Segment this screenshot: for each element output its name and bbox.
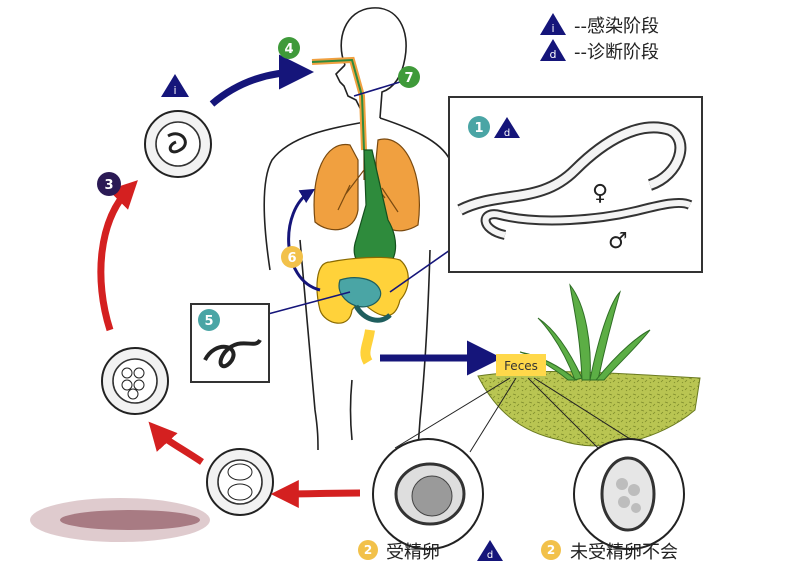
legend-diagnostic-symbol: d (550, 48, 557, 61)
svg-text:6: 6 (287, 251, 296, 266)
adult-worms-panel (448, 96, 703, 273)
infective-mark: i (161, 74, 189, 97)
feces-to-egg-lines (394, 377, 661, 459)
legend: i --感染阶段 d --诊断阶段 (540, 13, 659, 63)
step-badge-5: 5 (198, 309, 220, 331)
migration-arrow (287, 188, 321, 292)
bottom-diagnostic-mark: d (477, 540, 503, 561)
arrow-multicell-to-infective (97, 180, 138, 332)
multi-cell-egg (101, 347, 169, 415)
arrow-twocell-to-multicell (148, 421, 204, 465)
step-badge-2a: 2 (358, 540, 378, 560)
svg-text:4: 4 (284, 42, 293, 57)
step-badge-3: 3 (97, 172, 121, 196)
step-badge-7: 7 (398, 66, 420, 88)
svg-text:2: 2 (547, 543, 555, 557)
arrow-soil-to-twocell (270, 479, 361, 508)
soil-patch (477, 371, 701, 447)
legend-diagnostic-label: --诊断阶段 (574, 42, 659, 63)
smudge (30, 498, 210, 542)
arrow-infective-to-mouth (209, 54, 314, 107)
fertilized-egg-magnified (372, 438, 484, 550)
unfertilized-egg-label: 未受精卵不会 (570, 542, 678, 563)
intestines (316, 256, 409, 365)
svg-text:d: d (487, 550, 493, 561)
step-badge-4: 4 (278, 37, 300, 59)
svg-text:5: 5 (204, 314, 213, 329)
step-badge-1: 1 d (468, 116, 520, 139)
svg-text:i: i (173, 84, 176, 97)
grass (519, 283, 651, 381)
fertilized-egg-label: 受精卵 (386, 542, 440, 563)
leader-lines (267, 81, 451, 315)
respiratory-tract (311, 56, 367, 151)
unfertilized-egg-magnified (573, 438, 685, 550)
legend-infective-label: --感染阶段 (574, 16, 659, 37)
step-badge-2: 2 (541, 540, 561, 560)
svg-text:7: 7 (404, 71, 413, 86)
step-badge-6: 6 (281, 246, 303, 268)
feces-box (496, 354, 546, 376)
female-symbol: ♀ (592, 181, 608, 206)
svg-text:3: 3 (104, 178, 113, 193)
svg-text:2: 2 (364, 543, 372, 557)
feces-label: Feces (504, 359, 538, 373)
male-symbol: ♂ (608, 229, 628, 254)
step1-diagnostic-mark: d (504, 128, 510, 139)
two-cell-egg (206, 448, 274, 516)
legend-infective-symbol: i (551, 22, 554, 35)
svg-text:1: 1 (474, 121, 483, 136)
infective-egg (144, 110, 212, 178)
